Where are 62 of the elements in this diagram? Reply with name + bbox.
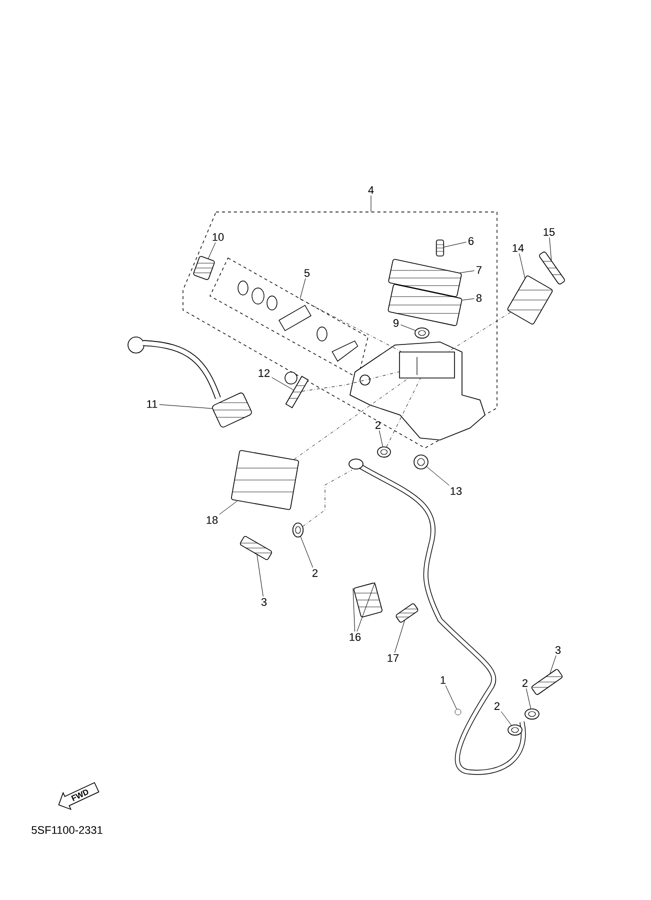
leader-line xyxy=(272,377,294,390)
leader-line xyxy=(444,242,466,248)
holder-drawing xyxy=(507,276,553,324)
bolt-drawing xyxy=(539,252,565,284)
assembly-line xyxy=(302,372,400,392)
callout-number: 2 xyxy=(522,679,528,687)
assembly-line xyxy=(300,298,402,352)
callout-number: 6 xyxy=(468,237,474,245)
pin-drawing xyxy=(284,372,309,408)
leader-line xyxy=(352,588,356,632)
nut-drawing xyxy=(414,454,428,470)
washer-drawing xyxy=(377,446,391,458)
leader-line xyxy=(460,270,474,274)
leader-line xyxy=(394,620,405,653)
lever-drawing xyxy=(128,336,252,428)
bolt-drawing xyxy=(531,669,563,695)
callout-number: 15 xyxy=(544,228,555,236)
leader-line xyxy=(159,404,212,409)
cap-drawing xyxy=(193,256,215,280)
assembly-line xyxy=(448,312,511,352)
leader-line xyxy=(426,466,450,486)
bolt-drawing xyxy=(240,536,272,560)
leader-line xyxy=(445,685,457,710)
leader-line xyxy=(549,237,552,260)
assembly-line xyxy=(302,470,352,527)
callout-number: 3 xyxy=(261,598,267,606)
master-cylinder-drawing xyxy=(350,342,486,440)
callout-number: 5 xyxy=(304,269,310,277)
clamp-drawing xyxy=(231,450,299,510)
callout-number: 18 xyxy=(206,516,218,524)
leader-line xyxy=(526,688,531,709)
callout-number: 2 xyxy=(312,569,318,577)
assembly-line xyxy=(294,378,408,460)
leader-line xyxy=(219,500,238,515)
callout-number: 4 xyxy=(368,186,374,194)
callout-number: 7 xyxy=(476,266,482,274)
washer-drawing xyxy=(292,522,304,538)
callout-number: 3 xyxy=(555,646,561,654)
assembly-line xyxy=(386,378,421,448)
leader-line xyxy=(370,195,372,212)
washer-drawing xyxy=(524,708,540,720)
callout-number: 8 xyxy=(476,294,482,302)
part-code: 5SF1100-2331 xyxy=(32,826,102,834)
leader-line xyxy=(208,242,216,259)
leader-line xyxy=(462,298,474,300)
callout-number: 10 xyxy=(212,233,224,241)
plate-drawing xyxy=(414,327,430,339)
callout-number: 9 xyxy=(393,319,399,327)
leader-line xyxy=(300,278,306,300)
leader-line xyxy=(256,554,264,597)
leader-line xyxy=(300,536,314,568)
hose-drawing xyxy=(348,458,526,775)
leader-line xyxy=(378,430,384,447)
screw-drawing xyxy=(436,240,444,256)
leader-line xyxy=(500,711,512,726)
leader-line xyxy=(550,655,556,674)
leader-line xyxy=(400,324,416,331)
leader-line xyxy=(519,253,526,278)
callout-number: 14 xyxy=(512,244,524,252)
callout-number: 12 xyxy=(258,369,270,377)
diaphragm-drawing xyxy=(388,284,462,326)
leader-line xyxy=(356,582,376,632)
